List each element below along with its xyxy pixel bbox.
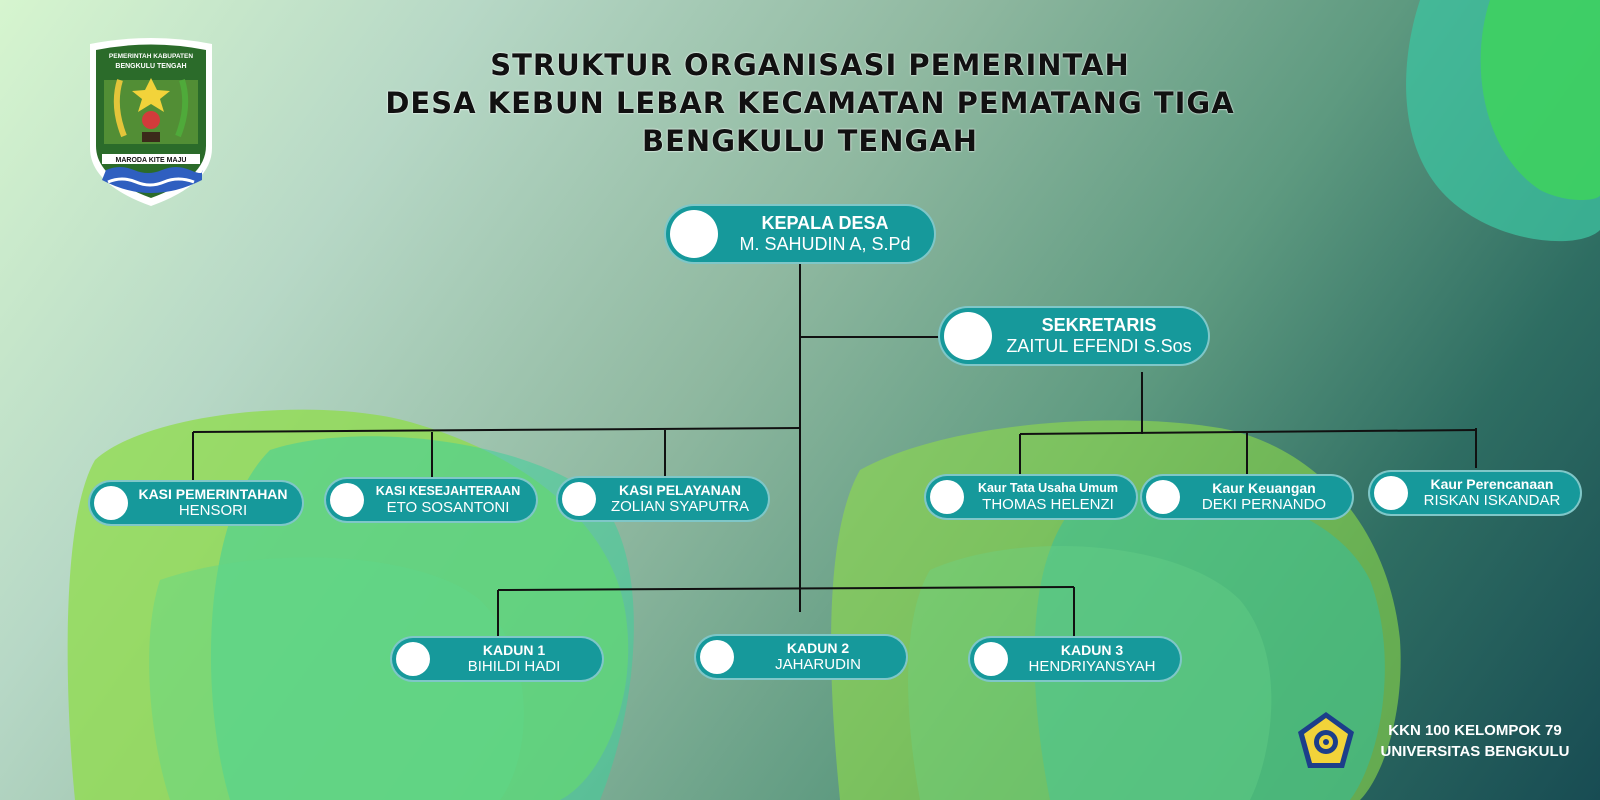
avatar-placeholder	[562, 482, 596, 516]
logo-motto: MARODA KITE MAJU	[116, 157, 187, 164]
node-role: KADUN 2	[786, 640, 850, 657]
node-kepala-desa: KEPALA DESA M. SAHUDIN A, S.Pd	[664, 204, 936, 264]
node-person-name: HENDRIYANSYAH	[1028, 658, 1156, 676]
footer-line-2: UNIVERSITAS BENGKULU	[1380, 743, 1570, 760]
university-emblem-logo	[1298, 712, 1354, 768]
logo-text-top-2: BENGKULU TENGAH	[115, 63, 186, 70]
node-sekretaris: SEKRETARIS ZAITUL EFENDI S.Sos	[938, 306, 1210, 366]
avatar-placeholder	[670, 210, 718, 258]
node-person-name: BIHILDI HADI	[467, 658, 561, 676]
footer-line-1: KKN 100 KELOMPOK 79	[1388, 722, 1562, 739]
node-person-name: M. SAHUDIN A, S.Pd	[739, 234, 911, 254]
node-role: KASI PEMERINTAHAN	[138, 486, 288, 503]
avatar-placeholder	[396, 642, 430, 676]
node-role: Kaur Keuangan	[1212, 480, 1316, 497]
avatar-placeholder	[974, 642, 1008, 676]
node-role: SEKRETARIS	[1041, 315, 1157, 336]
avatar-placeholder	[94, 486, 128, 520]
node-person-name: ZOLIAN SYAPUTRA	[610, 498, 750, 516]
node-role: KEPALA DESA	[761, 213, 889, 234]
avatar-placeholder	[700, 640, 734, 674]
kabupaten-emblem-logo: PEMERINTAH KABUPATEN BENGKULU TENGAH MAR…	[90, 38, 212, 206]
title-line-1: STRUKTUR ORGANISASI PEMERINTAH	[490, 48, 1130, 82]
node-kadun-1: KADUN 1 BIHILDI HADI	[390, 636, 604, 682]
node-person-name: RISKAN ISKANDAR	[1423, 492, 1561, 510]
title-line-3: BENGKULU TENGAH	[642, 124, 978, 158]
avatar-placeholder	[944, 312, 992, 360]
node-person-name: ZAITUL EFENDI S.Sos	[1006, 336, 1192, 356]
node-kasi-pelayanan: KASI PELAYANAN ZOLIAN SYAPUTRA	[556, 476, 770, 522]
avatar-placeholder	[330, 483, 364, 517]
node-kadun-3: KADUN 3 HENDRIYANSYAH	[968, 636, 1182, 682]
node-role: KASI PELAYANAN	[619, 482, 741, 499]
footer-credit: KKN 100 KELOMPOK 79 UNIVERSITAS BENGKULU	[1360, 720, 1590, 762]
node-person-name: THOMAS HELENZI	[982, 495, 1114, 513]
node-kaur-perencanaan: Kaur Perencanaan RISKAN ISKANDAR	[1368, 470, 1582, 516]
node-kasi-kesejahteraan: KASI KESEJAHTERAAN ETO SOSANTONI	[324, 477, 538, 523]
node-kaur-tata-usaha-umum: Kaur Tata Usaha Umum THOMAS HELENZI	[924, 474, 1138, 520]
node-role: Kaur Tata Usaha Umum	[977, 481, 1119, 496]
avatar-placeholder	[1146, 480, 1180, 514]
logo-text-top-1: PEMERINTAH KABUPATEN	[109, 53, 193, 60]
node-kaur-keuangan: Kaur Keuangan DEKI PERNANDO	[1140, 474, 1354, 520]
node-kadun-2: KADUN 2 JAHARUDIN	[694, 634, 908, 680]
node-person-name: ETO SOSANTONI	[386, 498, 510, 516]
title-line-2: DESA KEBUN LEBAR KECAMATAN PEMATANG TIGA	[385, 86, 1235, 120]
node-person-name: HENSORI	[178, 502, 248, 520]
node-person-name: JAHARUDIN	[775, 656, 861, 674]
node-role: KADUN 3	[1060, 642, 1124, 659]
node-role: KASI KESEJAHTERAAN	[375, 484, 521, 499]
node-role: KADUN 1	[482, 642, 546, 659]
node-person-name: DEKI PERNANDO	[1201, 496, 1327, 514]
node-role: Kaur Perencanaan	[1430, 476, 1554, 493]
node-kasi-pemerintahan: KASI PEMERINTAHAN HENSORI	[88, 480, 304, 526]
avatar-placeholder	[1374, 476, 1408, 510]
page-title: STRUKTUR ORGANISASI PEMERINTAH DESA KEBU…	[240, 46, 1380, 160]
avatar-placeholder	[930, 480, 964, 514]
